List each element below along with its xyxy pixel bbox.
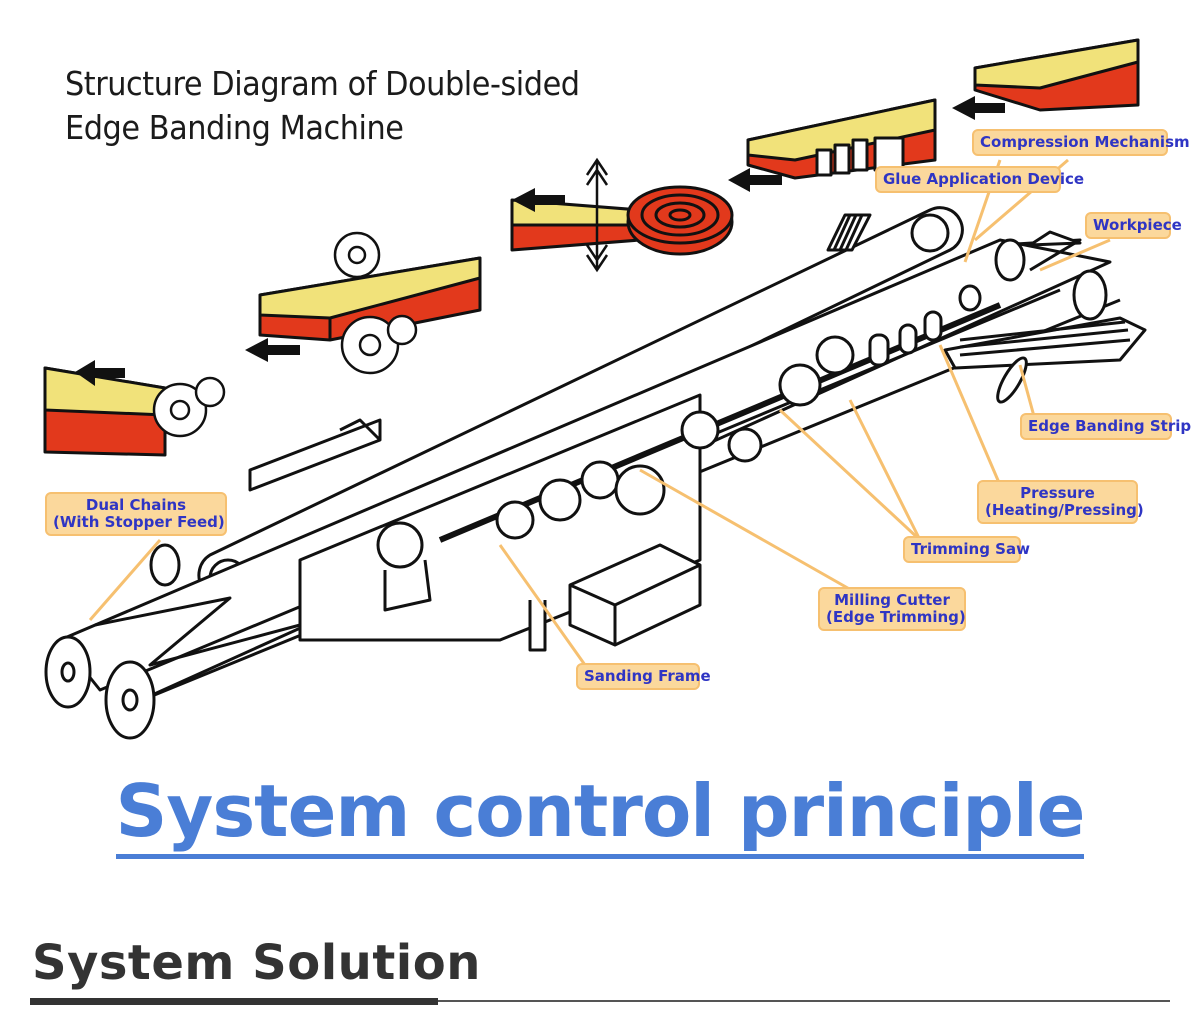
callout-label: Trimming Saw <box>911 540 1030 558</box>
callout-workpiece: Workpiece <box>1085 212 1182 239</box>
callout-label-line2: (Edge Trimming) <box>826 608 966 626</box>
diagram-title-line1: Structure Diagram of Double-sided <box>65 64 580 103</box>
title-underline <box>30 998 438 1005</box>
callout-sanding-frame: Sanding Frame <box>576 663 711 690</box>
solution-title: System Solution <box>32 935 481 991</box>
callout-label: Sanding Frame <box>584 667 711 685</box>
callout-compression-mechanism: Compression Mechanism <box>972 129 1190 156</box>
callout-milling-cutter: Milling Cutter (Edge Trimming) <box>818 587 966 631</box>
diagram-title: Structure Diagram of Double-sided Edge B… <box>65 62 580 150</box>
callout-label: Workpiece <box>1093 216 1182 234</box>
callout-label: Edge Banding Strip <box>1028 417 1192 435</box>
callout-edge-banding-strip: Edge Banding Strip <box>1020 413 1191 440</box>
callout-label-line1: Milling Cutter <box>834 591 950 609</box>
callout-label-line1: Pressure <box>1020 484 1095 502</box>
callout-label-line2: (With Stopper Feed) <box>53 513 225 531</box>
divider-line <box>438 1000 1170 1002</box>
diagram-title-line2: Edge Banding Machine <box>65 108 404 147</box>
callout-glue-application: Glue Application Device <box>875 166 1084 193</box>
system-control-principle-link[interactable]: System control principle <box>115 770 1085 859</box>
callout-label-line2: (Heating/Pressing) <box>985 501 1144 519</box>
callout-trimming-saw: Trimming Saw <box>903 536 1030 563</box>
callout-label-line1: Dual Chains <box>85 496 187 514</box>
machine-illustration <box>43 38 1147 740</box>
section-heading: System control principle <box>0 770 1200 859</box>
callout-label: Glue Application Device <box>883 170 1085 188</box>
callout-dual-chains: Dual Chains (With Stopper Feed) <box>45 492 227 536</box>
callout-pressure: Pressure (Heating/Pressing) <box>977 480 1144 524</box>
callout-label: Compression Mechanism <box>980 133 1190 151</box>
